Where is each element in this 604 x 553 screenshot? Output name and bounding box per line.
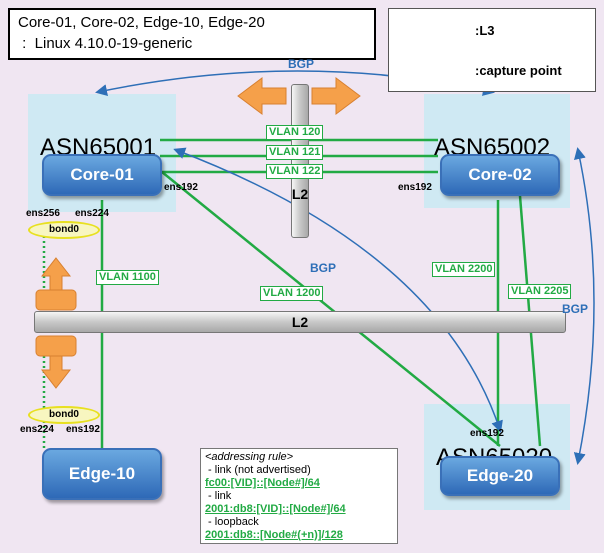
- addressing-rule-box: <addressing rule> - link (not advertised…: [200, 448, 398, 544]
- bond0-bottom: bond0: [28, 406, 100, 424]
- link-vlan1200: [161, 171, 501, 447]
- os-info-nodes: Core-01, Core-02, Edge-10, Edge-20: [18, 14, 265, 31]
- node-core02[interactable]: Core-02: [440, 154, 560, 196]
- legend-l3-label: :L3: [475, 23, 495, 38]
- rule-link-addr: 2001:db8:[VID]::[Node#]/64: [205, 503, 346, 515]
- l2-vertical-bar: [291, 84, 309, 238]
- bgp-arc-right: [573, 147, 595, 465]
- vlan1100-label: VLAN 1100: [96, 270, 159, 285]
- os-info-kernel: : Linux 4.10.0-19-generic: [18, 35, 193, 52]
- core02-ens192: ens192: [398, 182, 432, 193]
- rule-loopback-addr: 2001:db8::[Node#(+n)]/128: [205, 529, 343, 541]
- capture-point-top: [237, 77, 361, 115]
- rule-link-not-advertised-addr: fc00:[VID]::[Node#]/64: [205, 477, 320, 489]
- rule-link: - link: [205, 490, 232, 502]
- vlan122-label: VLAN 122: [266, 164, 324, 179]
- vlan120-label: VLAN 120: [266, 125, 324, 140]
- rule-link-not-advertised: - link (not advertised): [205, 464, 311, 476]
- core01-ens224: ens224: [75, 208, 109, 219]
- vlan2200-label: VLAN 2200: [432, 262, 496, 277]
- l2-horizontal-bar: L2: [34, 311, 566, 333]
- core01-ens192: ens192: [164, 182, 198, 193]
- node-core01[interactable]: Core-01: [42, 154, 162, 196]
- legend-capture-label: :capture point: [475, 63, 562, 78]
- bgp-label-right: BGP: [562, 302, 589, 316]
- bond0-top: bond0: [28, 221, 100, 239]
- os-info-box: Core-01, Core-02, Edge-10, Edge-20 : Lin…: [8, 8, 376, 60]
- bgp-label-top: BGP: [288, 57, 315, 71]
- vlan2205-label: VLAN 2205: [508, 284, 572, 299]
- core01-ens256: ens256: [26, 208, 60, 219]
- capture-point-left: [35, 257, 77, 389]
- edge10-ens192: ens192: [66, 424, 100, 435]
- edge20-ens192: ens192: [470, 428, 504, 439]
- node-edge10[interactable]: Edge-10: [42, 448, 162, 500]
- node-edge20[interactable]: Edge-20: [440, 456, 560, 496]
- bgp-label-mid: BGP: [310, 261, 337, 275]
- edge10-ens224: ens224: [20, 424, 54, 435]
- rule-title: <addressing rule>: [205, 451, 294, 463]
- vlan121-label: VLAN 121: [266, 145, 324, 160]
- legend-box: :L3 :capture point: [388, 8, 596, 92]
- rule-loopback: - loopback: [205, 516, 259, 528]
- l2-vertical-label: L2: [291, 186, 309, 202]
- vlan1200-label: VLAN 1200: [260, 286, 324, 301]
- bgp-arc-mid: [173, 147, 503, 433]
